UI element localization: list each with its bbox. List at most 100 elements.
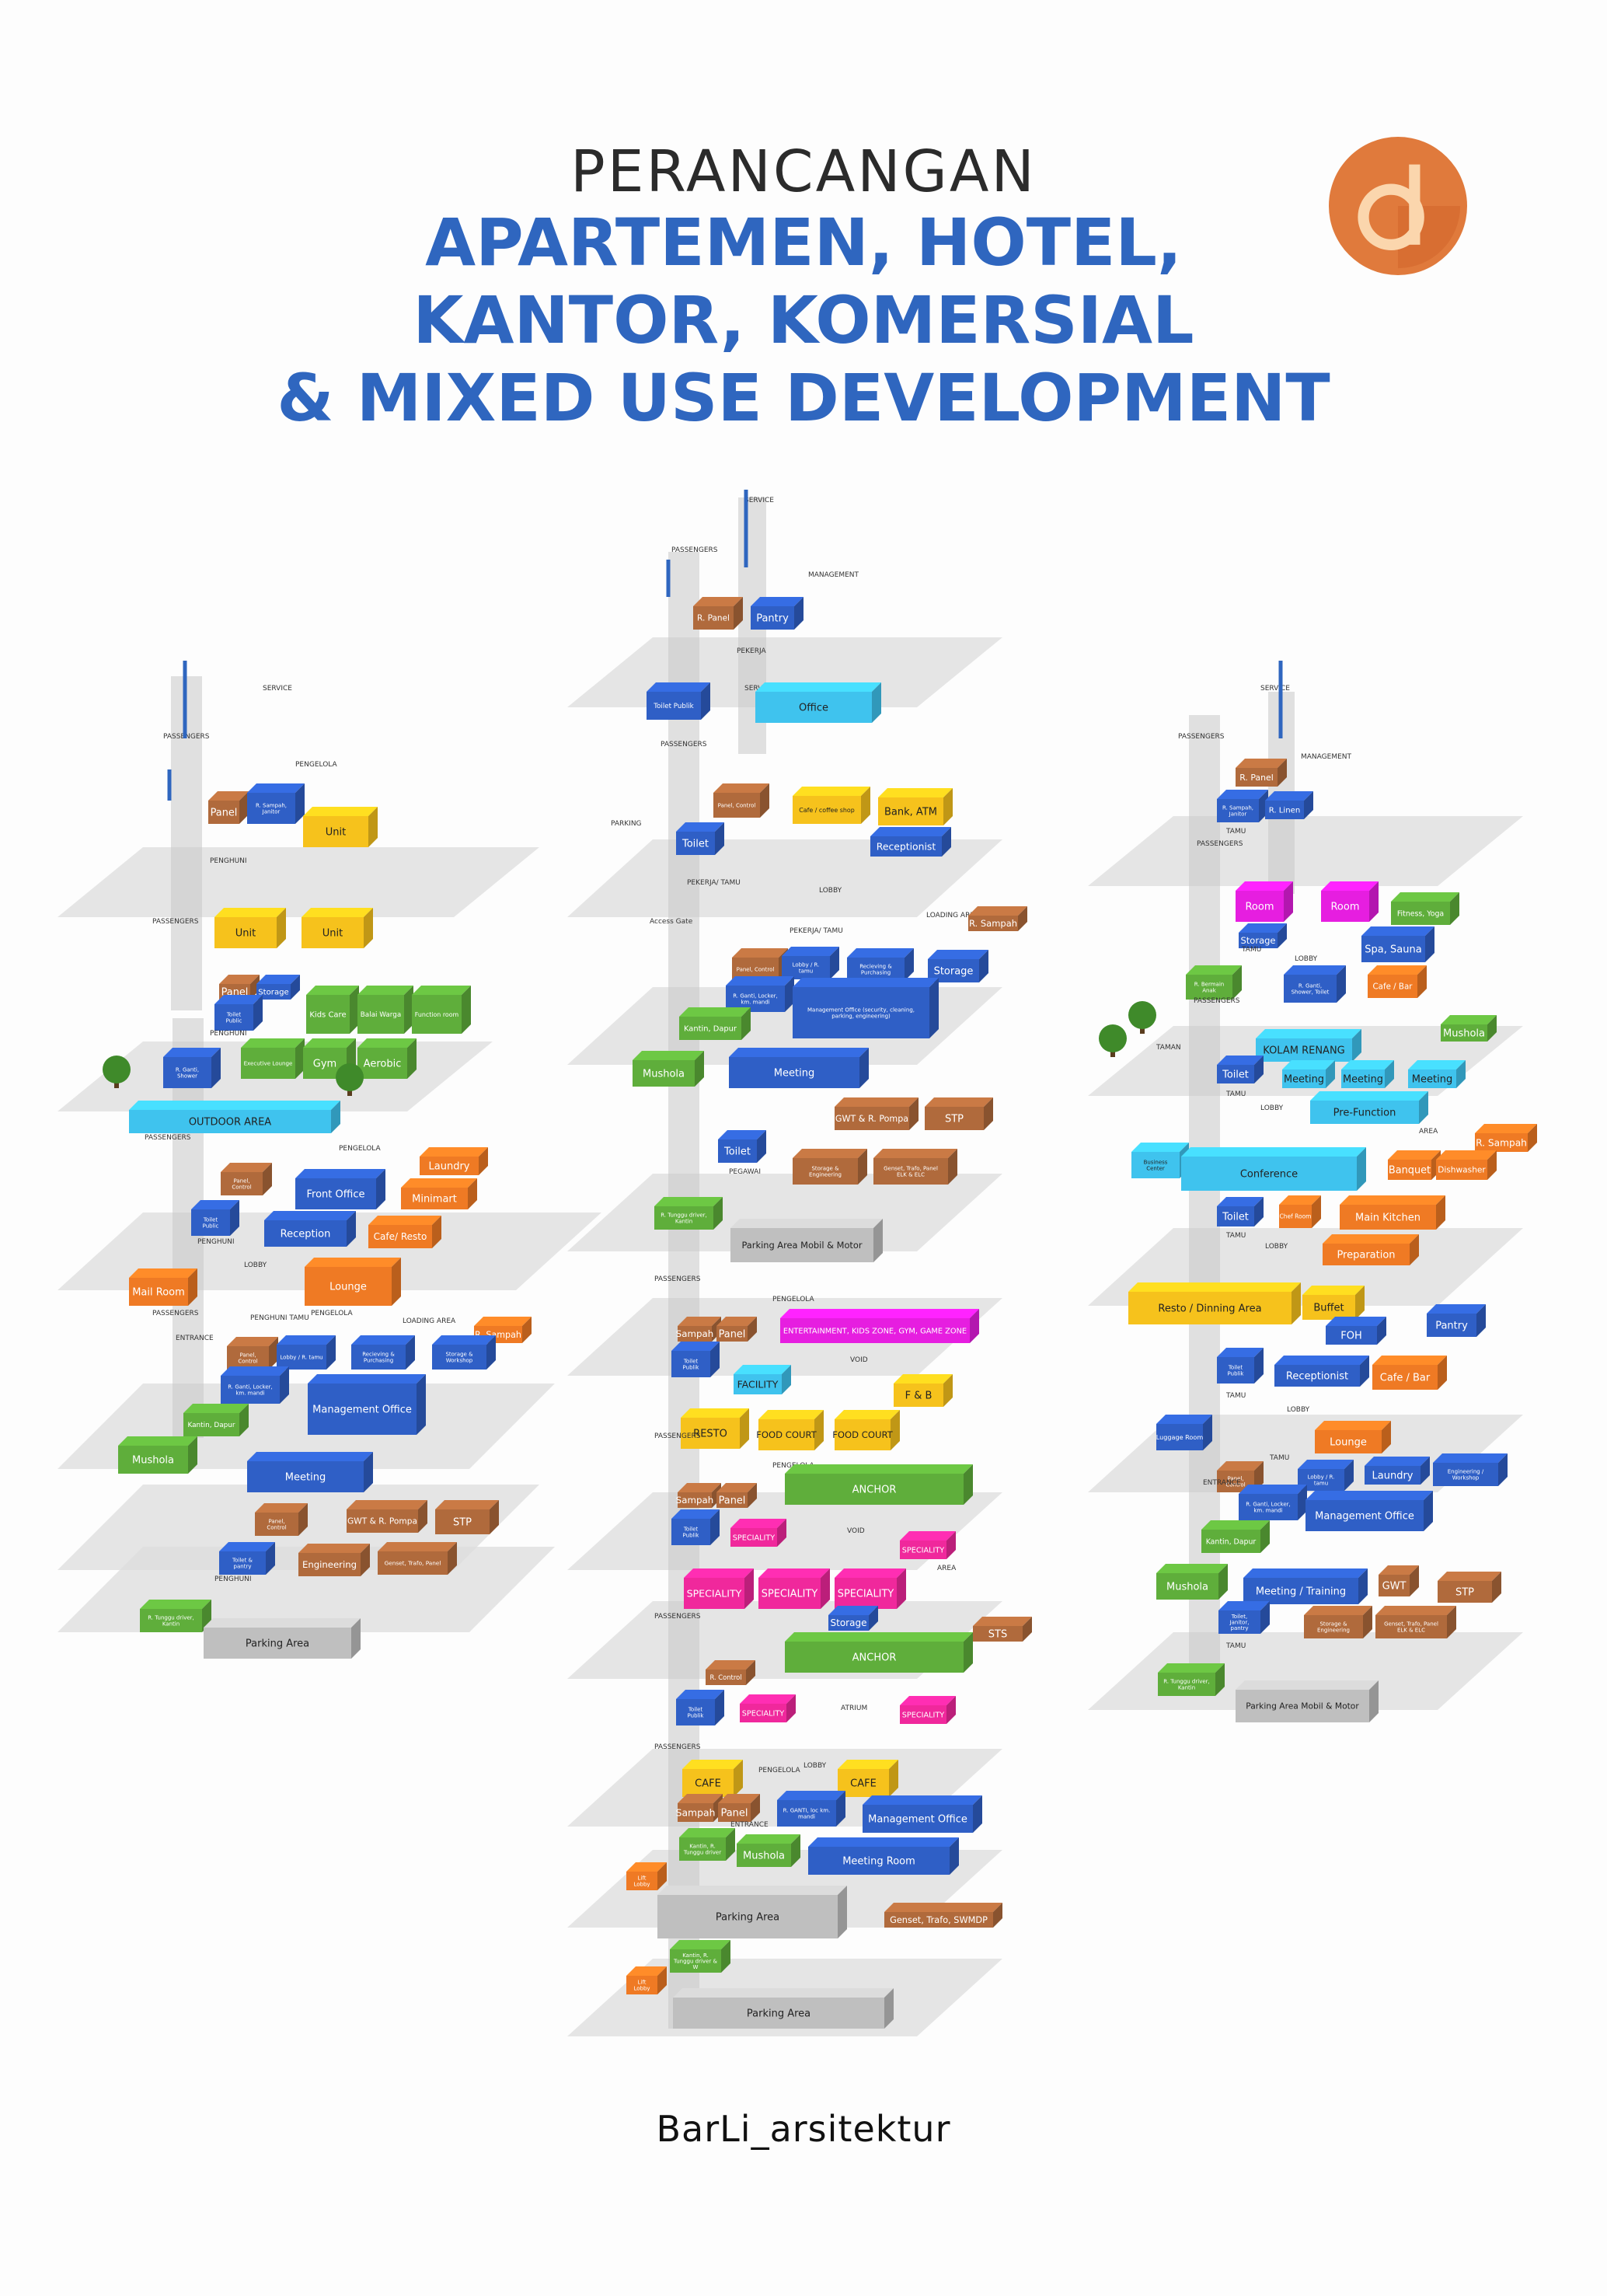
zone-label: ANCHOR bbox=[852, 1485, 897, 1496]
zone-block-front bbox=[129, 1278, 188, 1306]
zone-label: SPECIALITY bbox=[762, 1589, 818, 1600]
zone-block-front bbox=[1217, 1065, 1254, 1083]
zone-block-top bbox=[828, 1606, 878, 1615]
zone-label: Janitor, bbox=[1229, 1619, 1250, 1625]
zone-label: Lobby / R. bbox=[793, 962, 820, 968]
zone-block-top bbox=[654, 1197, 723, 1206]
flow-label: SERVICE bbox=[263, 685, 292, 693]
zone-block-front bbox=[734, 1374, 782, 1394]
zone-block-side bbox=[873, 1219, 883, 1262]
zone-block-front bbox=[351, 1345, 406, 1370]
zone-block-top bbox=[684, 1568, 754, 1578]
flow-label: PEGAWAI bbox=[729, 1168, 761, 1176]
zone-block-top bbox=[1368, 965, 1427, 975]
zone-block: Panel,Control bbox=[221, 1163, 272, 1195]
zone-block-side bbox=[821, 1568, 830, 1609]
zone-label: Control bbox=[238, 1358, 257, 1364]
zone-block-top bbox=[751, 597, 804, 606]
zone-block-top bbox=[1181, 1147, 1366, 1157]
zone-label: CAFE bbox=[850, 1778, 877, 1790]
zone-label: R. Panel bbox=[697, 614, 730, 623]
zone-block: Storage bbox=[1239, 923, 1287, 948]
zone-block-side bbox=[1284, 881, 1293, 922]
zone-block-front bbox=[221, 1172, 263, 1195]
zone-block-side bbox=[432, 1216, 441, 1248]
zone-block-side bbox=[1528, 1124, 1537, 1152]
zone-block-top bbox=[737, 1834, 800, 1844]
zone-block-top bbox=[726, 976, 794, 986]
zone-block-top bbox=[671, 1342, 720, 1351]
zone-block-side bbox=[1417, 965, 1427, 998]
zone-block-front bbox=[657, 1895, 838, 1938]
zone-block: Kantin, Dapur bbox=[1201, 1520, 1270, 1553]
zone-block-top bbox=[303, 1038, 356, 1048]
zone-block-front bbox=[1323, 1244, 1410, 1265]
zone-block-top bbox=[1388, 1150, 1441, 1160]
zone-block-side bbox=[897, 1568, 906, 1609]
flow-label: LOBBY bbox=[1265, 1243, 1288, 1251]
zone-block: Aerobic bbox=[357, 1038, 417, 1079]
flow-label: VOID bbox=[847, 1527, 865, 1535]
zone-block-top bbox=[1323, 1234, 1419, 1244]
zone-block-side bbox=[757, 1130, 766, 1163]
zone-block-front bbox=[1243, 1578, 1358, 1604]
zone-block-top bbox=[298, 1544, 370, 1553]
zone-label: Recieving & bbox=[859, 964, 892, 970]
zone-block-side bbox=[1492, 1572, 1501, 1603]
flow-label: LOBBY bbox=[1287, 1406, 1310, 1414]
zone-block-side bbox=[657, 1862, 667, 1890]
zone-block: Pantry bbox=[751, 597, 804, 630]
zone-block-side bbox=[786, 1694, 796, 1722]
zone-block-top bbox=[308, 1374, 426, 1384]
zone-block-front bbox=[737, 1844, 791, 1867]
flow-label: PASSENGERS bbox=[1194, 997, 1240, 1005]
zone-label: R. Sampah bbox=[969, 918, 1017, 929]
flow-label: PENGHUNI bbox=[214, 1575, 252, 1583]
zone-block-front bbox=[780, 1318, 970, 1343]
zone-label: Shower bbox=[177, 1073, 197, 1079]
zone-block-front bbox=[835, 1419, 891, 1450]
zone-block-front bbox=[673, 1998, 884, 2029]
zone-label: Publik bbox=[683, 1364, 700, 1370]
zone-block-side bbox=[1278, 923, 1287, 948]
zone-block-front bbox=[305, 1267, 392, 1306]
zone-block-side bbox=[734, 1760, 743, 1797]
zone-block-side bbox=[239, 791, 249, 824]
zone-label: pantry bbox=[1231, 1625, 1249, 1631]
zone-label: Function room bbox=[415, 1011, 459, 1018]
zone-block: Cafe/ Resto bbox=[368, 1216, 441, 1248]
flow-label: PENGELOLA bbox=[772, 1296, 815, 1303]
zone-block-side bbox=[884, 1988, 894, 2029]
flow-label: LOBBY bbox=[1260, 1104, 1284, 1112]
zone-block-front bbox=[793, 987, 929, 1038]
zone-block-front bbox=[808, 1847, 950, 1875]
title-line-2: KANTOR, KOMERSIAL bbox=[413, 282, 1194, 358]
zone-block-top bbox=[838, 1760, 898, 1769]
flow-label: PENGHUNI TAMU bbox=[250, 1314, 309, 1322]
zone-label: Toilet bbox=[203, 1217, 218, 1223]
zone-block-top bbox=[835, 1410, 900, 1419]
zone-block-top bbox=[1217, 1197, 1264, 1206]
zone-block-side bbox=[942, 827, 951, 857]
zone-label: Panel, bbox=[268, 1519, 284, 1525]
zone-block: Panel,Control bbox=[227, 1337, 278, 1370]
zone-block: Mushola bbox=[118, 1436, 197, 1474]
zone-label: Shower, Toilet bbox=[1292, 989, 1330, 995]
zone-block-front bbox=[1427, 1314, 1476, 1337]
zone-label: FOOD COURT bbox=[756, 1429, 817, 1440]
zone-label: Management Office bbox=[312, 1404, 412, 1416]
zone-block: Preparation bbox=[1323, 1234, 1419, 1265]
zone-label: R. Ganti, Locker, bbox=[228, 1384, 272, 1391]
zone-block-front bbox=[670, 1949, 721, 1973]
zone-block-side bbox=[964, 1632, 973, 1673]
zone-block-front bbox=[214, 917, 277, 948]
zone-block-side bbox=[948, 1149, 957, 1185]
zone-block-front bbox=[835, 1578, 897, 1609]
zone-block-side bbox=[1215, 1663, 1225, 1696]
zone-block-top bbox=[678, 1483, 721, 1492]
zone-block: Mushola bbox=[633, 1051, 704, 1087]
zone-block-side bbox=[1363, 1606, 1372, 1638]
zone-block-front bbox=[873, 1158, 948, 1185]
